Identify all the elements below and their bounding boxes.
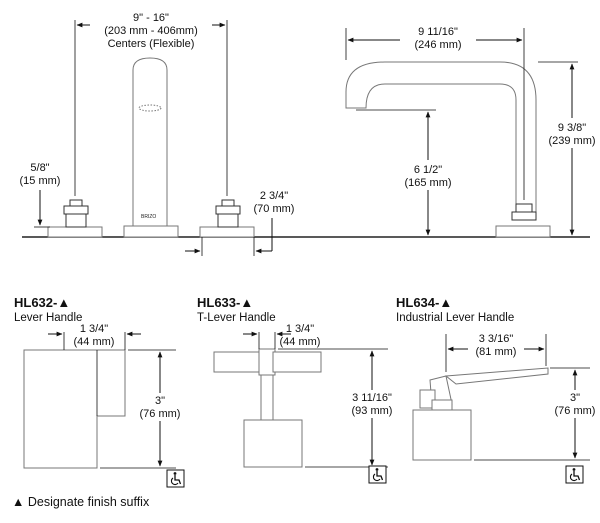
handle-model: HL632-▲ (14, 295, 70, 310)
spout-logo: BRIZO (141, 214, 156, 220)
handle-hl633: HL633-▲ T-Lever Handle 1 3/4" (44 mm) 3 … (197, 295, 404, 484)
spout-height-mm: (239 mm) (548, 135, 595, 147)
left-handle-valve (47, 199, 103, 238)
spout-clearance-dimension: 6 1/2" (165 mm) (356, 109, 460, 236)
front-elevation: BRIZO 9" - 16" (203 mm - 406mm) Centers … (20, 12, 598, 256)
spout-reach-dimension: 9 11/16" (246 mm) (345, 22, 525, 200)
handle-model: HL633-▲ (197, 295, 253, 310)
handle-offset-dimension: 2 3/4" (70 mm) (185, 190, 294, 256)
side-spout-profile (345, 61, 551, 238)
base-height-label: 5/8" (30, 162, 49, 174)
handle-width-mm: (44 mm) (74, 336, 115, 348)
handle-width-label: 1 3/4" (286, 323, 314, 335)
spout-clearance-label: 6 1/2" (414, 164, 442, 176)
handle-height-label: 3 11/16" (352, 392, 392, 404)
handle-model: HL634-▲ (396, 295, 452, 310)
ada-accessible-icon (166, 469, 185, 488)
handle-height-mm: (93 mm) (352, 405, 393, 417)
right-handle-valve (199, 199, 255, 238)
spout-height-label: 9 3/8" (558, 122, 586, 134)
spout-reach-mm: (246 mm) (414, 39, 461, 51)
handle-hl632: HL632-▲ Lever Handle 1 3/4" (44 mm) 3" (… (14, 295, 185, 488)
handle-height-mm: (76 mm) (140, 408, 181, 420)
spout-reach-label: 9 11/16" (418, 26, 458, 38)
handle-height-mm: (76 mm) (555, 405, 596, 417)
ada-accessible-icon (368, 465, 387, 484)
handle-width-mm: (44 mm) (280, 336, 321, 348)
base-height-dimension: 5/8" (15 mm) (20, 162, 61, 228)
handle-offset-mm: (70 mm) (254, 203, 295, 215)
handle-name: T-Lever Handle (197, 312, 276, 324)
spout-height-dimension: 9 3/8" (239 mm) (538, 61, 598, 236)
handle-name: Industrial Lever Handle (396, 312, 514, 324)
ada-accessible-icon (565, 465, 584, 484)
handle-offset-label: 2 3/4" (260, 190, 288, 202)
base-height-mm: (15 mm) (20, 175, 61, 187)
handle-width-mm: (81 mm) (476, 346, 517, 358)
handle-height-label: 3" (570, 392, 580, 404)
handle-width-label: 3 3/16" (479, 333, 514, 345)
centers-dimension: 9" - 16" (203 mm - 406mm) Centers (Flexi… (74, 12, 228, 196)
handle-height-label: 3" (155, 395, 165, 407)
handle-hl634: HL634-▲ Industrial Lever Handle 3 3/16" … (396, 295, 598, 484)
centers-mm: (203 mm - 406mm) (104, 25, 198, 37)
handle-name: Lever Handle (14, 312, 82, 324)
center-spout: BRIZO (123, 57, 179, 238)
handle-width-label: 1 3/4" (80, 323, 108, 335)
centers-label: 9" - 16" (133, 12, 169, 24)
centers-note: Centers (Flexible) (108, 38, 195, 50)
footnote: ▲ Designate finish suffix (12, 495, 150, 509)
spout-clearance-mm: (165 mm) (404, 177, 451, 189)
